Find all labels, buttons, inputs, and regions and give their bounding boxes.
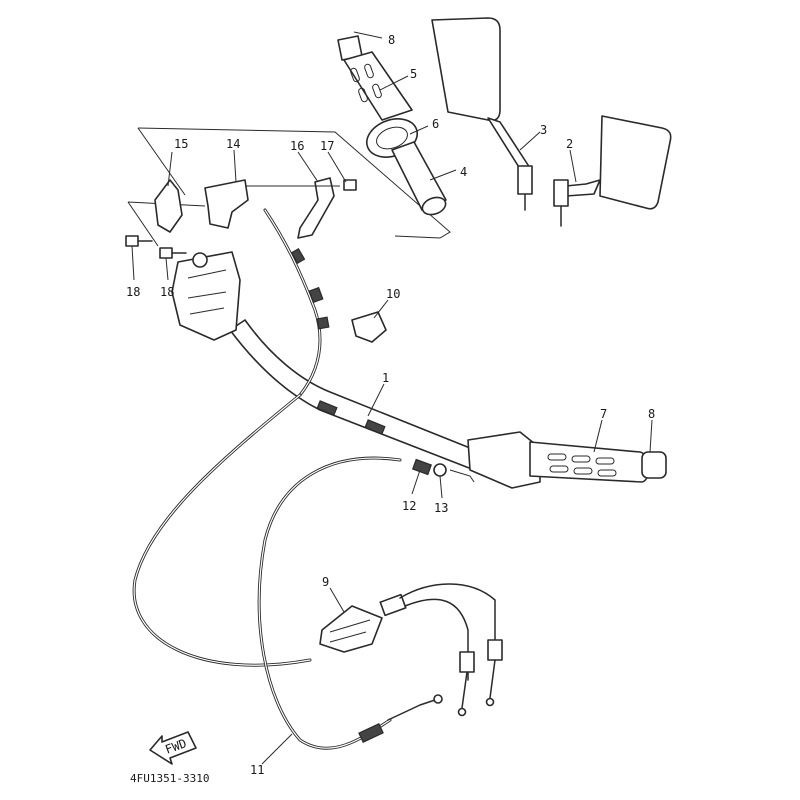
- handlebar: [229, 319, 506, 481]
- left-switch-housing: [171, 251, 241, 341]
- lever-bracket-14: [204, 179, 249, 229]
- cable-junction-9: [319, 593, 407, 653]
- screw-17: [343, 179, 357, 191]
- callout-7: 7: [600, 407, 607, 421]
- callout-8-top: 8: [388, 33, 395, 47]
- bolt-18-right: [159, 247, 187, 259]
- callout-17: 17: [320, 139, 334, 153]
- clutch-cable-upper: [263, 208, 330, 397]
- lever-holder-15: [154, 179, 183, 233]
- clutch-cable-11: [132, 393, 312, 667]
- callout-16: 16: [290, 139, 304, 153]
- mirror-2: [553, 115, 672, 227]
- bolt-18-left: [125, 235, 153, 247]
- callout-5: 5: [410, 67, 417, 81]
- callout-9: 9: [322, 575, 329, 589]
- cable-clip-10: [351, 311, 387, 343]
- throttle-tube-4: [391, 141, 447, 211]
- callout-18-a: 18: [126, 285, 140, 299]
- callout-1: 1: [382, 371, 389, 385]
- left-grip-assembly: [337, 35, 447, 216]
- throttle-cable-branches: [399, 583, 503, 717]
- callout-13: 13: [434, 501, 448, 515]
- callout-6: 6: [432, 117, 439, 131]
- fwd-arrow-icon: FWD: [149, 731, 197, 765]
- drawing-code: 4FU1351-3310: [130, 772, 209, 785]
- callout-leaders: [131, 31, 653, 765]
- throttle-cable-long: [257, 456, 443, 750]
- callout-15: 15: [174, 137, 188, 151]
- clutch-lever-16: [297, 177, 335, 239]
- callout-4: 4: [460, 165, 467, 179]
- callout-2: 2: [566, 137, 573, 151]
- callout-8-right: 8: [648, 407, 655, 421]
- callout-18-b: 18: [160, 285, 174, 299]
- throttle-grip-assembly: [467, 431, 667, 489]
- adjuster-12: [412, 458, 432, 476]
- callout-11: 11: [250, 763, 264, 777]
- mirror-3: [431, 17, 533, 211]
- callout-12: 12: [402, 499, 416, 513]
- callout-10: 10: [386, 287, 400, 301]
- grip-end-right: [641, 451, 667, 479]
- callout-labels: 8 5 6 4 3 2 15 14 16 17 18 18 10 1 7 8 1…: [126, 33, 655, 777]
- adjuster-13: [433, 463, 475, 483]
- callout-14: 14: [226, 137, 240, 151]
- callout-3: 3: [540, 123, 547, 137]
- fwd-label: FWD: [163, 736, 188, 757]
